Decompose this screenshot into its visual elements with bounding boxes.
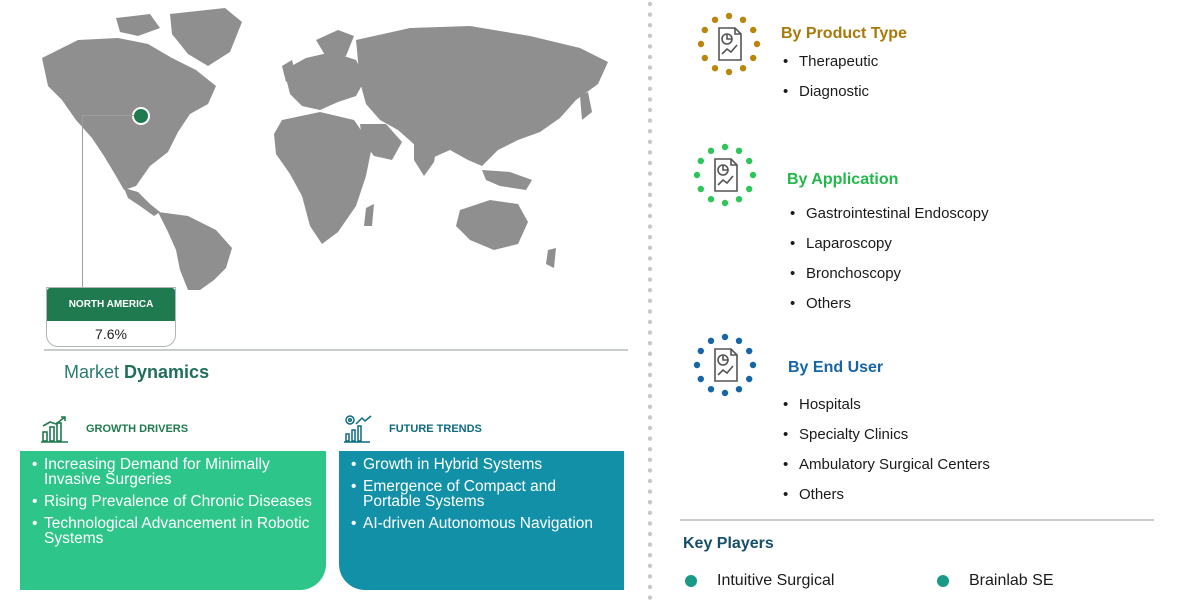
segment-title-application: By Application [787,171,899,188]
key-players-title: Key Players [683,535,774,552]
segment-list-product-type: Therapeutic Diagnostic [783,47,878,107]
segment-list-end-user: Hospitals Specialty Clinics Ambulatory S… [783,390,990,510]
list-item: Others [783,480,990,510]
key-player-item: Intuitive Surgical [685,572,834,590]
growth-drivers-header: GROWTH DRIVERS [40,414,188,444]
divider [680,519,1154,521]
report-icon [693,143,757,207]
list-item: Therapeutic [783,47,878,77]
list-item: Emergence of Compact and Portable System… [351,479,614,510]
list-item: Increasing Demand for Minimally Invasive… [32,457,316,488]
region-name: NORTH AMERICA [47,288,175,321]
growth-drivers-title: GROWTH DRIVERS [86,423,189,435]
dotted-separator [647,1,653,600]
list-item: Laparoscopy [790,229,989,259]
list-item: Hospitals [783,390,990,420]
future-trends-title: FUTURE TRENDS [389,423,482,435]
world-map [42,8,608,290]
segment-list-application: Gastrointestinal Endoscopy Laparoscopy B… [790,199,989,319]
list-item: AI-driven Autonomous Navigation [351,516,614,532]
list-item: Technological Advancement in Robotic Sys… [32,516,316,547]
key-player-item: Brainlab SE [937,572,1054,590]
bar-growth-icon [41,416,68,443]
list-item: Growth in Hybrid Systems [351,457,614,473]
trend-gears-icon [344,415,372,443]
list-item: Bronchoscopy [790,259,989,289]
segment-title-product-type: By Product Type [781,25,907,42]
market-dynamics-title: Market Dynamics [64,362,210,382]
bullet-dot [685,575,697,587]
list-item: Others [790,289,989,319]
report-icon [693,333,757,397]
list-item: Gastrointestinal Endoscopy [790,199,989,229]
list-item: Ambulatory Surgical Centers [783,450,990,480]
region-growth-value: 7.6% [95,326,127,342]
segment-title-end-user: By End User [788,359,884,376]
growth-drivers-card: Increasing Demand for Minimally Invasive… [20,451,326,590]
list-item: Specialty Clinics [783,420,990,450]
region-callout: NORTH AMERICA 7.6% [46,287,176,347]
region-marker [132,107,150,125]
list-item: Rising Prevalence of Chronic Diseases [32,494,316,510]
bullet-dot [937,575,949,587]
list-item: Diagnostic [783,77,878,107]
report-icon [697,12,761,76]
leader-line-horizontal [82,115,134,116]
divider [44,349,628,351]
future-trends-header: FUTURE TRENDS [343,414,482,444]
leader-line-vertical [82,115,83,287]
future-trends-card: Growth in Hybrid Systems Emergence of Co… [339,451,624,590]
